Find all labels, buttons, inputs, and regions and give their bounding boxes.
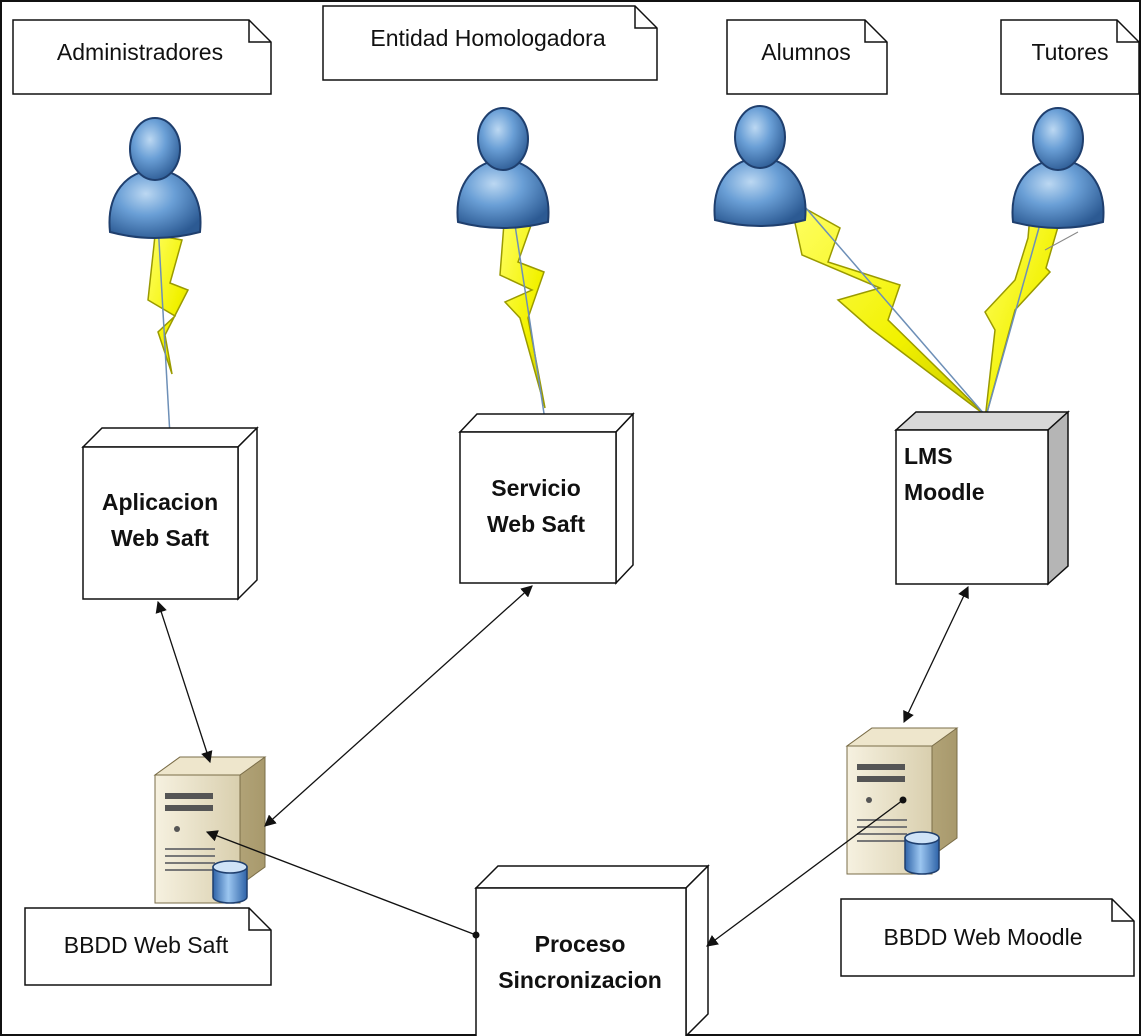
node-label-lms-line2: Moodle bbox=[904, 479, 985, 505]
lightning-alumnos bbox=[788, 198, 986, 416]
connector-lms-db bbox=[903, 585, 969, 724]
actor-note-entidad: Entidad Homologadora bbox=[322, 5, 658, 81]
link-tutores-tail bbox=[1044, 231, 1079, 251]
lightning-entidad bbox=[499, 209, 546, 409]
person-icon-entidad bbox=[456, 107, 550, 229]
connector-proceso-saft-dot bbox=[472, 931, 480, 939]
actor-label-alumnos: Alumnos bbox=[761, 39, 850, 65]
lightning-admin bbox=[147, 234, 190, 375]
actor-note-administradores: Administradores bbox=[12, 19, 272, 95]
db-note-saft: BBDD Web Saft bbox=[24, 907, 272, 986]
node-proceso-sincronizacion: Proceso Sincronizacion bbox=[474, 864, 710, 1036]
node-label-aplicacion-line2: Web Saft bbox=[111, 525, 209, 551]
node-servicio-web-saft: Servicio Web Saft bbox=[458, 412, 635, 585]
connector-app-db bbox=[155, 600, 213, 764]
actor-note-tutores: Tutores bbox=[1000, 19, 1140, 95]
connector-servicio-db bbox=[264, 585, 533, 827]
server-icon-saft bbox=[154, 756, 266, 904]
db-note-moodle: BBDD Web Moodle bbox=[840, 898, 1135, 977]
person-icon-alumnos bbox=[713, 105, 807, 227]
connector-moodle-proceso-dot bbox=[899, 796, 907, 804]
actor-note-alumnos: Alumnos bbox=[726, 19, 888, 95]
db-label-moodle: BBDD Web Moodle bbox=[884, 924, 1083, 950]
connector-proceso-saft bbox=[205, 830, 477, 936]
connector-moodle-proceso bbox=[706, 799, 904, 947]
db-label-saft: BBDD Web Saft bbox=[64, 932, 229, 958]
node-label-servicio-line2: Web Saft bbox=[487, 511, 585, 537]
node-label-servicio-line1: Servicio bbox=[491, 475, 581, 501]
person-icon-tutores bbox=[1011, 107, 1105, 229]
node-label-proceso-line2: Sincronizacion bbox=[498, 967, 662, 993]
node-label-aplicacion-line1: Aplicacion bbox=[102, 489, 218, 515]
actor-label-entidad: Entidad Homologadora bbox=[370, 25, 605, 51]
node-label-proceso-line1: Proceso bbox=[535, 931, 626, 957]
node-lms-moodle: LMS Moodle bbox=[894, 410, 1070, 586]
actor-label-tutores: Tutores bbox=[1031, 39, 1108, 65]
person-icon-administradores bbox=[108, 117, 202, 239]
lightning-tutores bbox=[984, 214, 1061, 421]
node-aplicacion-web-saft: Aplicacion Web Saft bbox=[81, 426, 259, 601]
node-label-lms-line1: LMS bbox=[904, 443, 953, 469]
actor-label-administradores: Administradores bbox=[57, 39, 223, 65]
